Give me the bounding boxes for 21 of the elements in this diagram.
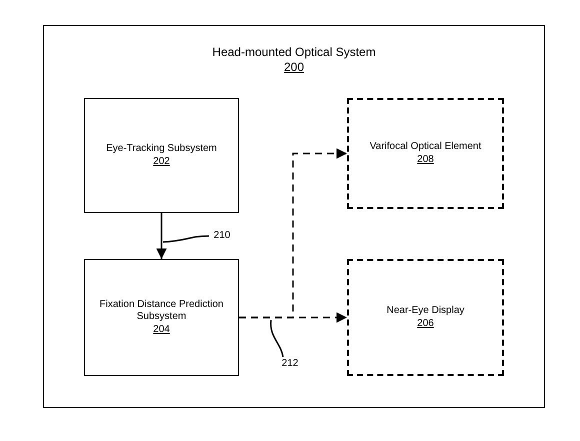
leader-line: [270, 320, 284, 358]
title-text: Head-mounted Optical System: [211, 45, 377, 60]
leader-line: [162, 235, 210, 243]
component-box: [347, 259, 504, 376]
title-text: Near-Eye Display: [386, 305, 466, 318]
reference-numeral: 212: [277, 357, 303, 371]
title-text: Varifocal Optical Element: [368, 141, 482, 154]
dashed-arrow: [239, 312, 347, 323]
component-box: [347, 98, 504, 209]
subsystem-box: [84, 98, 239, 213]
reference-numeral: 202: [153, 156, 170, 168]
reference-numeral: 206: [417, 318, 434, 330]
reference-numeral: 200: [284, 60, 304, 75]
system-boundary-box: [43, 25, 545, 408]
subsystem-box: [84, 259, 239, 376]
reference-numeral: 204: [153, 324, 170, 336]
title-text: Eye-Tracking Subsystem: [105, 143, 218, 156]
reference-numeral: 208: [417, 154, 434, 166]
title-text: Fixation Distance Prediction Subsystem: [98, 298, 224, 324]
reference-numeral: 210: [209, 229, 235, 243]
arrow: [156, 213, 167, 259]
